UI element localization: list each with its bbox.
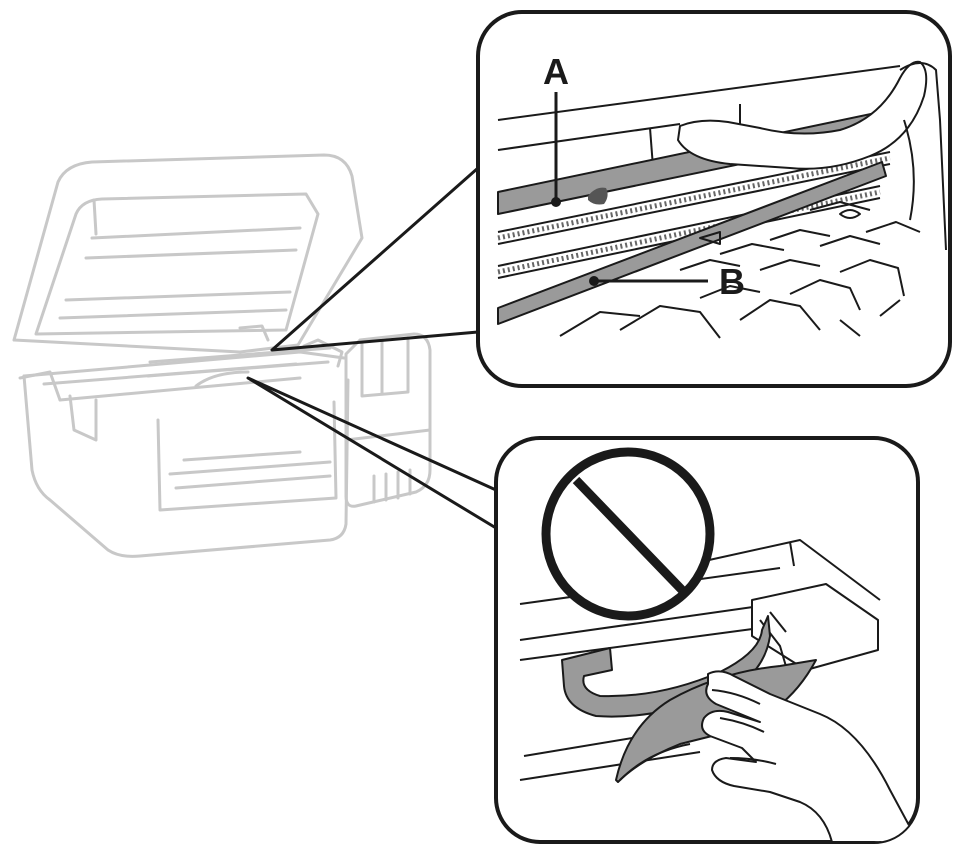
output-tray <box>156 400 338 512</box>
label-a: A <box>543 51 569 92</box>
callout-a: A <box>543 51 569 207</box>
hand <box>701 670 918 842</box>
ink-smudge <box>588 187 608 205</box>
pointer-to-upper-detail <box>270 166 480 352</box>
label-b: B <box>719 261 745 302</box>
detail-panel-bottom <box>494 436 920 844</box>
callout-b-dot <box>589 276 599 286</box>
prohibited-icon <box>541 447 715 621</box>
callout-b: B <box>589 261 745 302</box>
scanner-lid <box>12 153 364 354</box>
printer-illustration <box>12 153 432 558</box>
detail-panel-top: A B <box>476 10 952 388</box>
pointer-to-lower-detail <box>246 376 498 530</box>
lid-inner <box>34 192 320 336</box>
callout-lines <box>246 166 498 530</box>
printer-body <box>22 374 350 558</box>
callout-a-dot <box>551 197 561 207</box>
